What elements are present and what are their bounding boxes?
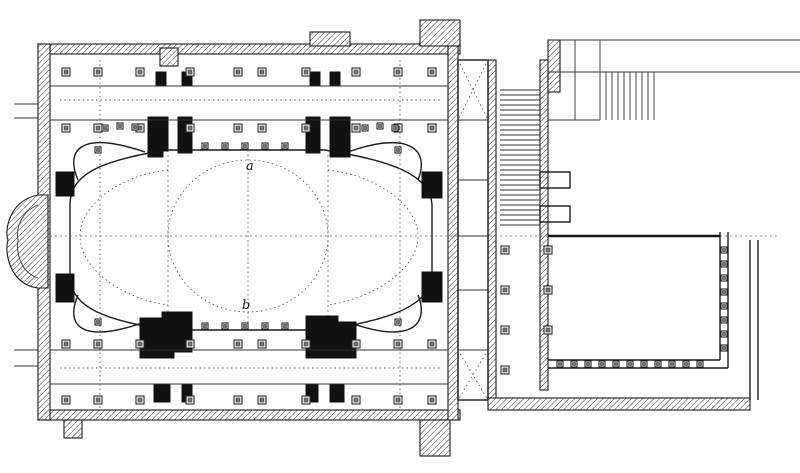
column-core	[656, 362, 660, 366]
column-core	[95, 69, 101, 75]
column-core	[63, 69, 69, 75]
column-core	[263, 144, 267, 148]
column-core	[545, 287, 551, 293]
column-core	[722, 318, 726, 322]
exedrae	[73, 142, 422, 333]
column-core	[429, 341, 435, 347]
column-core	[137, 69, 143, 75]
column-core	[378, 124, 382, 128]
column-core	[235, 341, 241, 347]
column-core	[698, 362, 702, 366]
column-core	[502, 327, 508, 333]
column-core	[263, 324, 267, 328]
column-core	[722, 332, 726, 336]
column-core	[572, 362, 576, 366]
column-core	[203, 324, 207, 328]
column-core	[103, 126, 107, 130]
column-core	[586, 362, 590, 366]
column-core	[187, 125, 193, 131]
column-core	[137, 397, 143, 403]
column-core	[722, 346, 726, 350]
column-core	[95, 125, 101, 131]
column-core	[396, 148, 400, 152]
label-b: b	[242, 298, 250, 313]
column-core	[502, 247, 508, 253]
column-core	[243, 144, 247, 148]
column-core	[395, 69, 401, 75]
column-core	[303, 341, 309, 347]
column-core	[63, 341, 69, 347]
porches	[14, 19, 461, 457]
column-core	[628, 362, 632, 366]
column-core	[429, 69, 435, 75]
column-core	[722, 262, 726, 266]
column-core	[95, 397, 101, 403]
column-core	[502, 367, 508, 373]
column-core	[353, 125, 359, 131]
column-core	[363, 126, 367, 130]
column-core	[137, 341, 143, 347]
column-core	[95, 341, 101, 347]
column-core	[243, 324, 247, 328]
narthex	[457, 39, 655, 401]
column-core	[396, 320, 400, 324]
column-core	[722, 248, 726, 252]
column-core	[63, 397, 69, 403]
column-core	[259, 125, 265, 131]
column-core	[429, 397, 435, 403]
column-core	[393, 126, 397, 130]
column-core	[96, 320, 100, 324]
column-core	[545, 327, 551, 333]
column-core	[353, 341, 359, 347]
column-core	[395, 397, 401, 403]
column-core	[259, 397, 265, 403]
column-core	[259, 69, 265, 75]
column-core	[722, 304, 726, 308]
column-core	[203, 144, 207, 148]
aisle-lines	[50, 60, 448, 410]
column-core	[259, 341, 265, 347]
column-core	[670, 362, 674, 366]
central-nave	[50, 149, 780, 331]
column-core	[133, 125, 137, 129]
column-core	[502, 287, 508, 293]
column-core	[353, 69, 359, 75]
label-a: a	[246, 159, 254, 174]
column-core	[137, 125, 143, 131]
column-core	[642, 362, 646, 366]
column-core	[187, 69, 193, 75]
column-core	[187, 341, 193, 347]
column-core	[223, 144, 227, 148]
column-core	[235, 69, 241, 75]
column-core	[223, 324, 227, 328]
column-core	[303, 397, 309, 403]
main-piers	[55, 71, 443, 403]
column-core	[235, 125, 241, 131]
column-core	[558, 362, 562, 366]
column-core	[395, 341, 401, 347]
apse	[6, 194, 49, 289]
column-core	[614, 362, 618, 366]
column-core	[118, 124, 122, 128]
column-core	[722, 290, 726, 294]
column-core	[545, 247, 551, 253]
column-core	[187, 397, 193, 403]
column-core	[353, 397, 359, 403]
column-core	[303, 69, 309, 75]
column-core	[303, 125, 309, 131]
atrium	[487, 39, 800, 411]
column-core	[283, 144, 287, 148]
column-core	[429, 125, 435, 131]
column-core	[63, 125, 69, 131]
column-core	[235, 397, 241, 403]
column-core	[96, 148, 100, 152]
column-grid	[61, 67, 437, 405]
column-core	[283, 324, 287, 328]
column-core	[684, 362, 688, 366]
column-core	[722, 276, 726, 280]
column-core	[600, 362, 604, 366]
